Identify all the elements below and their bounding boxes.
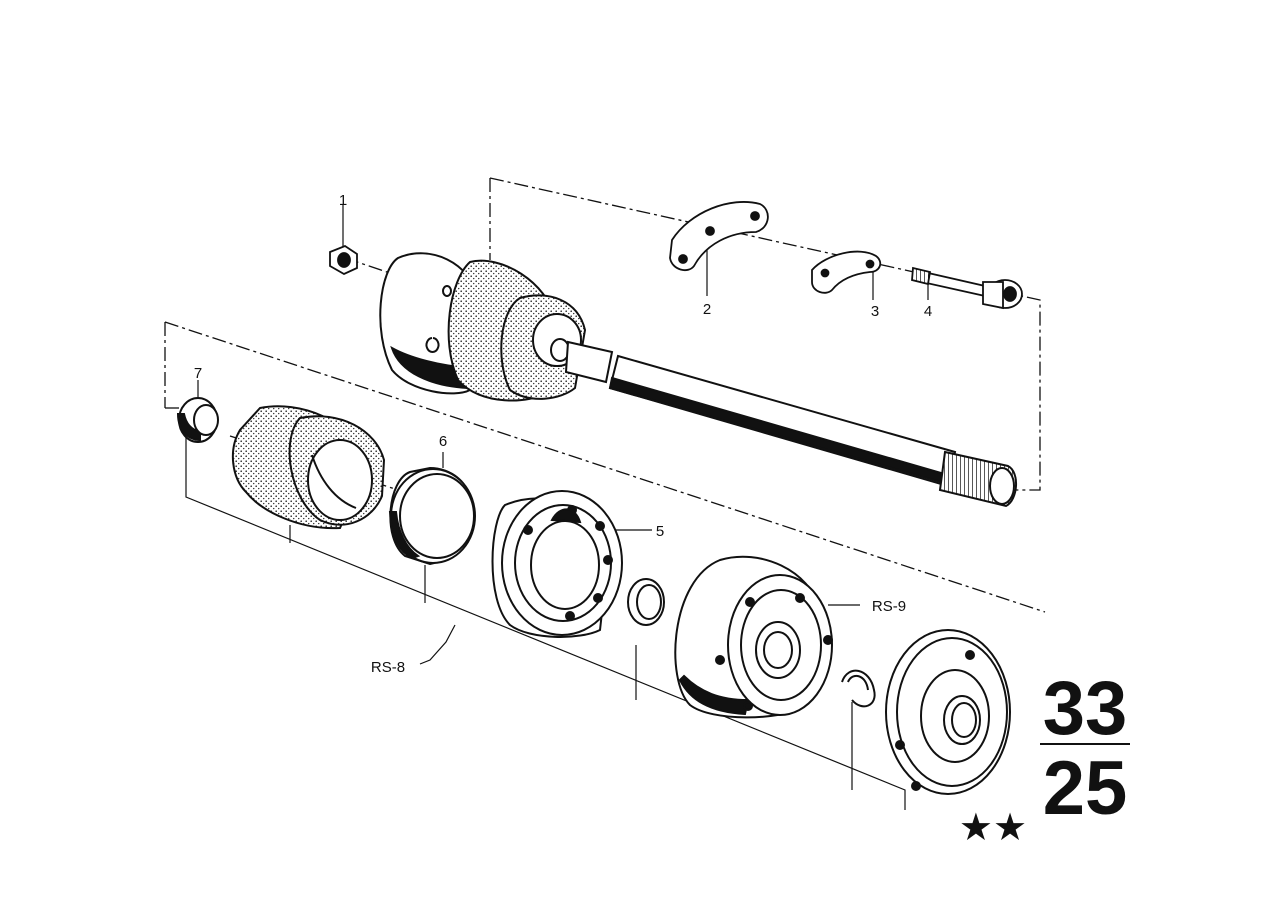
clamp-ring-part bbox=[176, 397, 219, 443]
group-code-top: 33 bbox=[1043, 666, 1128, 751]
callout-2: 2 bbox=[703, 301, 711, 318]
drive-shaft bbox=[564, 340, 1017, 508]
callout-1: 1 bbox=[339, 192, 347, 209]
callout-rs-9: RS-9 bbox=[872, 598, 906, 615]
callout-rs-8: RS-8 bbox=[371, 659, 405, 676]
callouts: 1 2 3 4 5 6 7 RS-8 RS-9 bbox=[194, 192, 932, 676]
bolt-part bbox=[911, 266, 1023, 310]
small-lock-plate-part bbox=[811, 250, 882, 294]
second-circlip-part bbox=[841, 669, 876, 708]
group-code-bottom: 25 bbox=[1043, 746, 1128, 831]
callout-6: 6 bbox=[439, 433, 447, 450]
thrust-ring-part bbox=[388, 466, 476, 566]
cover-cap-part bbox=[885, 629, 1011, 795]
callout-4: 4 bbox=[924, 303, 932, 320]
group-code-stars: ★★ bbox=[959, 807, 1027, 849]
callout-7: 7 bbox=[194, 365, 202, 382]
callout-3: 3 bbox=[871, 303, 879, 320]
callout-5: 5 bbox=[656, 523, 664, 540]
joint-housing-part bbox=[491, 490, 623, 638]
rubber-boot-part bbox=[231, 405, 386, 530]
joint-assembly-part bbox=[674, 555, 833, 719]
circlip-part bbox=[627, 578, 665, 626]
group-code-block: 33 25 ★★ bbox=[959, 666, 1130, 849]
upper-cv-joint-boot bbox=[379, 252, 587, 402]
nut-part bbox=[329, 244, 358, 276]
lock-plate-part bbox=[669, 201, 769, 272]
